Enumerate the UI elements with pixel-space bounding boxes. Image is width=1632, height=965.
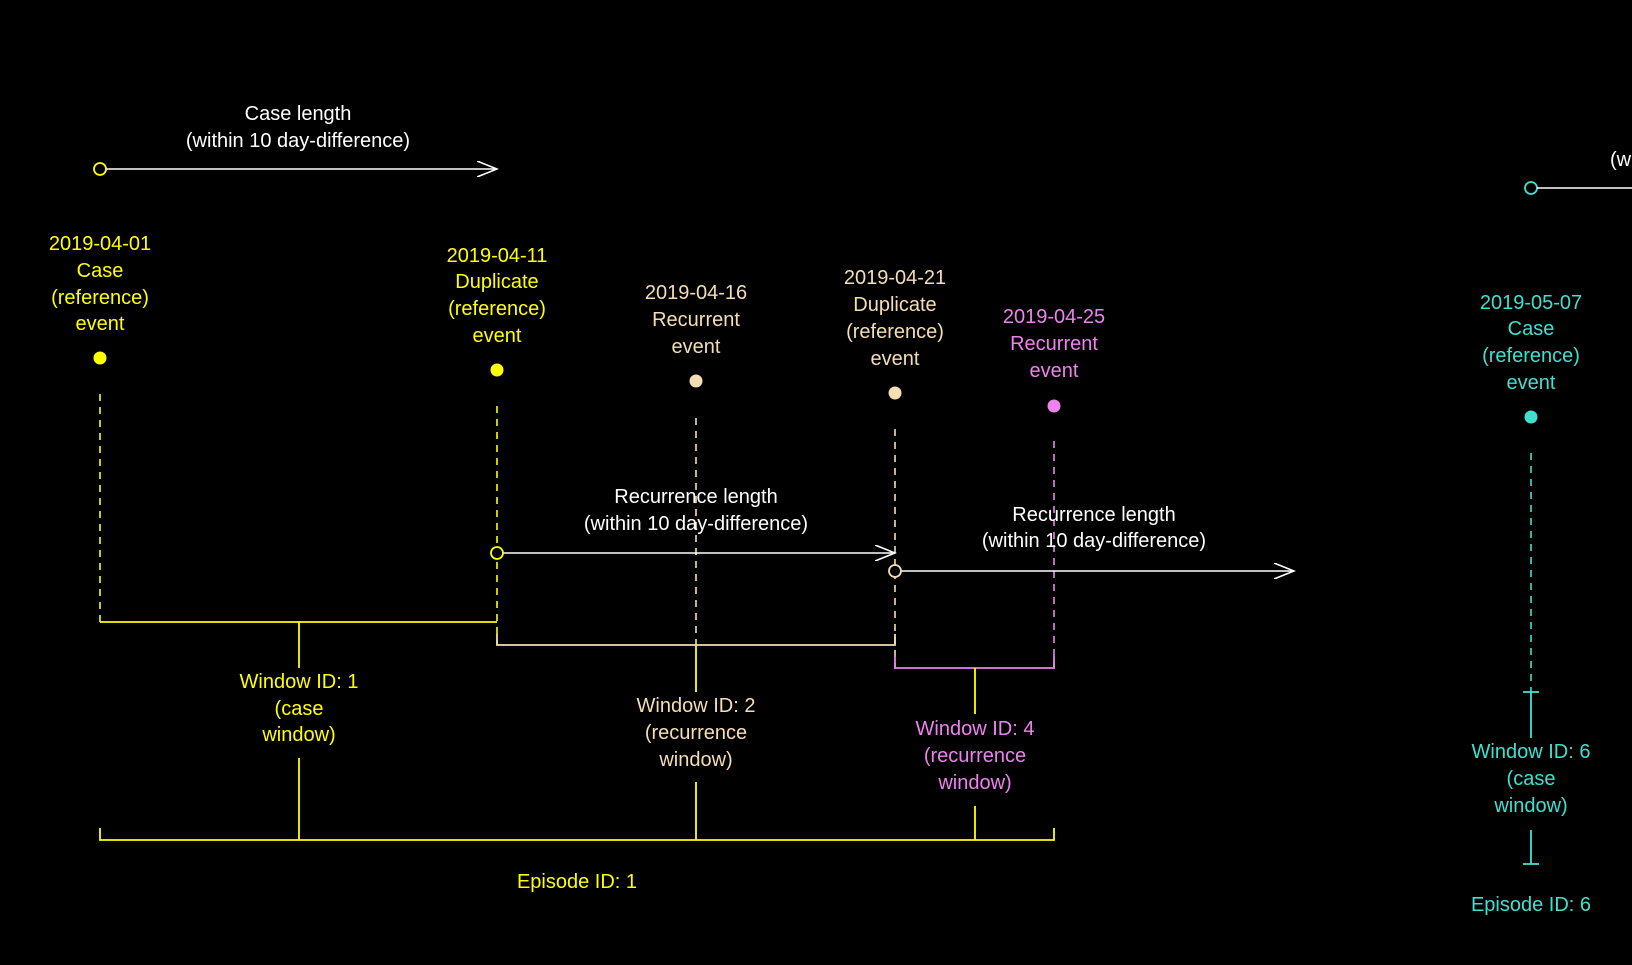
episode-1-bracket	[99, 828, 1055, 841]
window-4-group: 2019-04-25 Recurrent event Recurrence le…	[888, 306, 1294, 840]
recurrence-length-1-start	[490, 546, 504, 560]
recurrence-length-2-annotation: Recurrence length (within 10 day-differe…	[982, 504, 1206, 552]
event-date: 2019-04-25	[1003, 306, 1105, 328]
recurrence-length-title: Recurrence length	[614, 486, 777, 508]
event-point-2019-04-01	[93, 351, 107, 365]
event-word: event	[76, 313, 125, 335]
window-word: window)	[1493, 795, 1567, 817]
event-2019-04-01-label: 2019-04-01 Case (reference) event	[49, 233, 151, 335]
window-word: window)	[937, 772, 1011, 794]
event-role: (reference)	[51, 287, 149, 309]
event-word: event	[1507, 372, 1556, 394]
recurrence-length-note: (within 10 day-difference)	[982, 530, 1206, 552]
window-kind: (recurrence	[924, 745, 1026, 767]
event-type: Duplicate	[853, 294, 936, 316]
event-2019-04-16-label: 2019-04-16 Recurrent event	[645, 282, 747, 358]
window-word: window)	[658, 749, 732, 771]
window-6-label: Window ID: 6 (case window)	[1472, 741, 1591, 817]
episode-1-label: Episode ID: 1	[517, 871, 637, 893]
window-id: Window ID: 6	[1472, 741, 1591, 763]
recurrence-length-2-start	[888, 564, 902, 578]
window-2-label: Window ID: 2 (recurrence window)	[637, 695, 756, 771]
window-kind: (case	[275, 698, 324, 720]
episode-6-group: (w 2019-05-07 Case (reference) event Win…	[1471, 149, 1632, 916]
recurrence-length-title: Recurrence length	[1012, 504, 1175, 526]
window-word: window)	[261, 724, 335, 746]
event-date: 2019-04-11	[447, 245, 548, 267]
event-2019-04-25-label: 2019-04-25 Recurrent event	[1003, 306, 1105, 382]
window-2-group: 2019-04-16 Recurrent event 2019-04-21 Du…	[490, 267, 946, 840]
recurrence-length-1-annotation: Recurrence length (within 10 day-differe…	[584, 486, 808, 535]
case-length-title: Case length	[245, 103, 352, 125]
window-kind: (recurrence	[645, 722, 747, 744]
event-2019-04-21-label: 2019-04-21 Duplicate (reference) event	[844, 267, 946, 370]
event-point-2019-05-07	[1524, 410, 1538, 424]
event-point-2019-04-11	[490, 363, 504, 377]
event-type: Recurrent	[1010, 333, 1098, 355]
window-id: Window ID: 1	[240, 671, 359, 693]
event-word: event	[473, 325, 522, 347]
event-type: Duplicate	[455, 271, 538, 293]
episode-1-group: 2019-04-01 Case (reference) event 2019-0…	[49, 103, 1055, 893]
event-date: 2019-04-01	[49, 233, 151, 255]
event-point-2019-04-21	[888, 386, 902, 400]
event-role: (reference)	[846, 321, 944, 343]
event-2019-04-11-label: 2019-04-11 Duplicate (reference) event	[447, 245, 548, 347]
case-length-note: (within 10 day-difference)	[186, 130, 410, 152]
case-length-6-start	[1524, 181, 1538, 195]
event-word: event	[871, 348, 920, 370]
window-kind: (case	[1507, 768, 1556, 790]
event-word: event	[672, 336, 721, 358]
case-length-start	[93, 162, 107, 176]
window-id: Window ID: 2	[637, 695, 756, 717]
event-type: Recurrent	[652, 309, 740, 331]
event-word: event	[1030, 360, 1079, 382]
event-point-2019-04-25	[1047, 399, 1061, 413]
event-type: Case	[77, 260, 124, 282]
case-length-annotation: Case length (within 10 day-difference)	[186, 103, 410, 152]
event-role: (reference)	[1482, 345, 1580, 367]
case-length-6-partial-note: (w	[1610, 149, 1632, 171]
window-4-bracket	[894, 656, 1055, 669]
event-type: Case	[1508, 318, 1555, 340]
episode-6-label: Episode ID: 6	[1471, 894, 1591, 916]
recurrence-length-note: (within 10 day-difference)	[584, 513, 808, 535]
event-2019-05-07-label: 2019-05-07 Case (reference) event	[1480, 292, 1582, 394]
window-1-label: Window ID: 1 (case window)	[240, 671, 359, 746]
window-4-label: Window ID: 4 (recurrence window)	[916, 718, 1035, 794]
event-date: 2019-05-07	[1480, 292, 1582, 314]
event-point-2019-04-16	[689, 374, 703, 388]
event-role: (reference)	[448, 298, 546, 320]
event-date: 2019-04-21	[844, 267, 946, 289]
event-date: 2019-04-16	[645, 282, 747, 304]
window-id: Window ID: 4	[916, 718, 1035, 740]
